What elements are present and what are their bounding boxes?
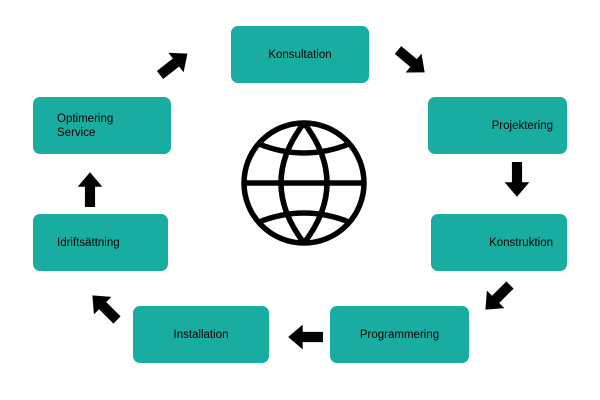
step-konstruktion: Konstruktion [431, 214, 567, 271]
step-optimering-service: Optimering Service [33, 97, 171, 154]
arrow-idriftsattning-to-optimering [77, 172, 103, 207]
step-idriftsattning: Idriftsättning [33, 214, 168, 271]
arrow-installation-to-idriftsattning [83, 286, 126, 329]
arrow-konstruktion-to-programmering [476, 276, 519, 319]
step-label-idriftsattning: Idriftsättning [57, 236, 120, 249]
globe-icon [241, 120, 367, 246]
arrow-projektering-to-konstruktion [504, 162, 530, 197]
arrow-konsultation-to-projektering [390, 40, 433, 82]
step-label-optimering-service: Optimering Service [57, 112, 114, 139]
step-label-installation: Installation [173, 328, 229, 341]
arrow-programmering-to-installation [288, 324, 323, 350]
step-programmering: Programmering [330, 306, 469, 363]
step-label-programmering: Programmering [359, 328, 440, 341]
step-projektering: Projektering [428, 97, 567, 154]
step-label-konstruktion: Konstruktion [489, 236, 553, 249]
step-installation: Installation [133, 306, 269, 363]
step-label-projektering: Projektering [491, 119, 553, 132]
step-label-konsultation: Konsultation [268, 48, 332, 61]
arrow-optimering-to-konsultation [152, 43, 196, 85]
step-konsultation: Konsultation [231, 26, 369, 83]
